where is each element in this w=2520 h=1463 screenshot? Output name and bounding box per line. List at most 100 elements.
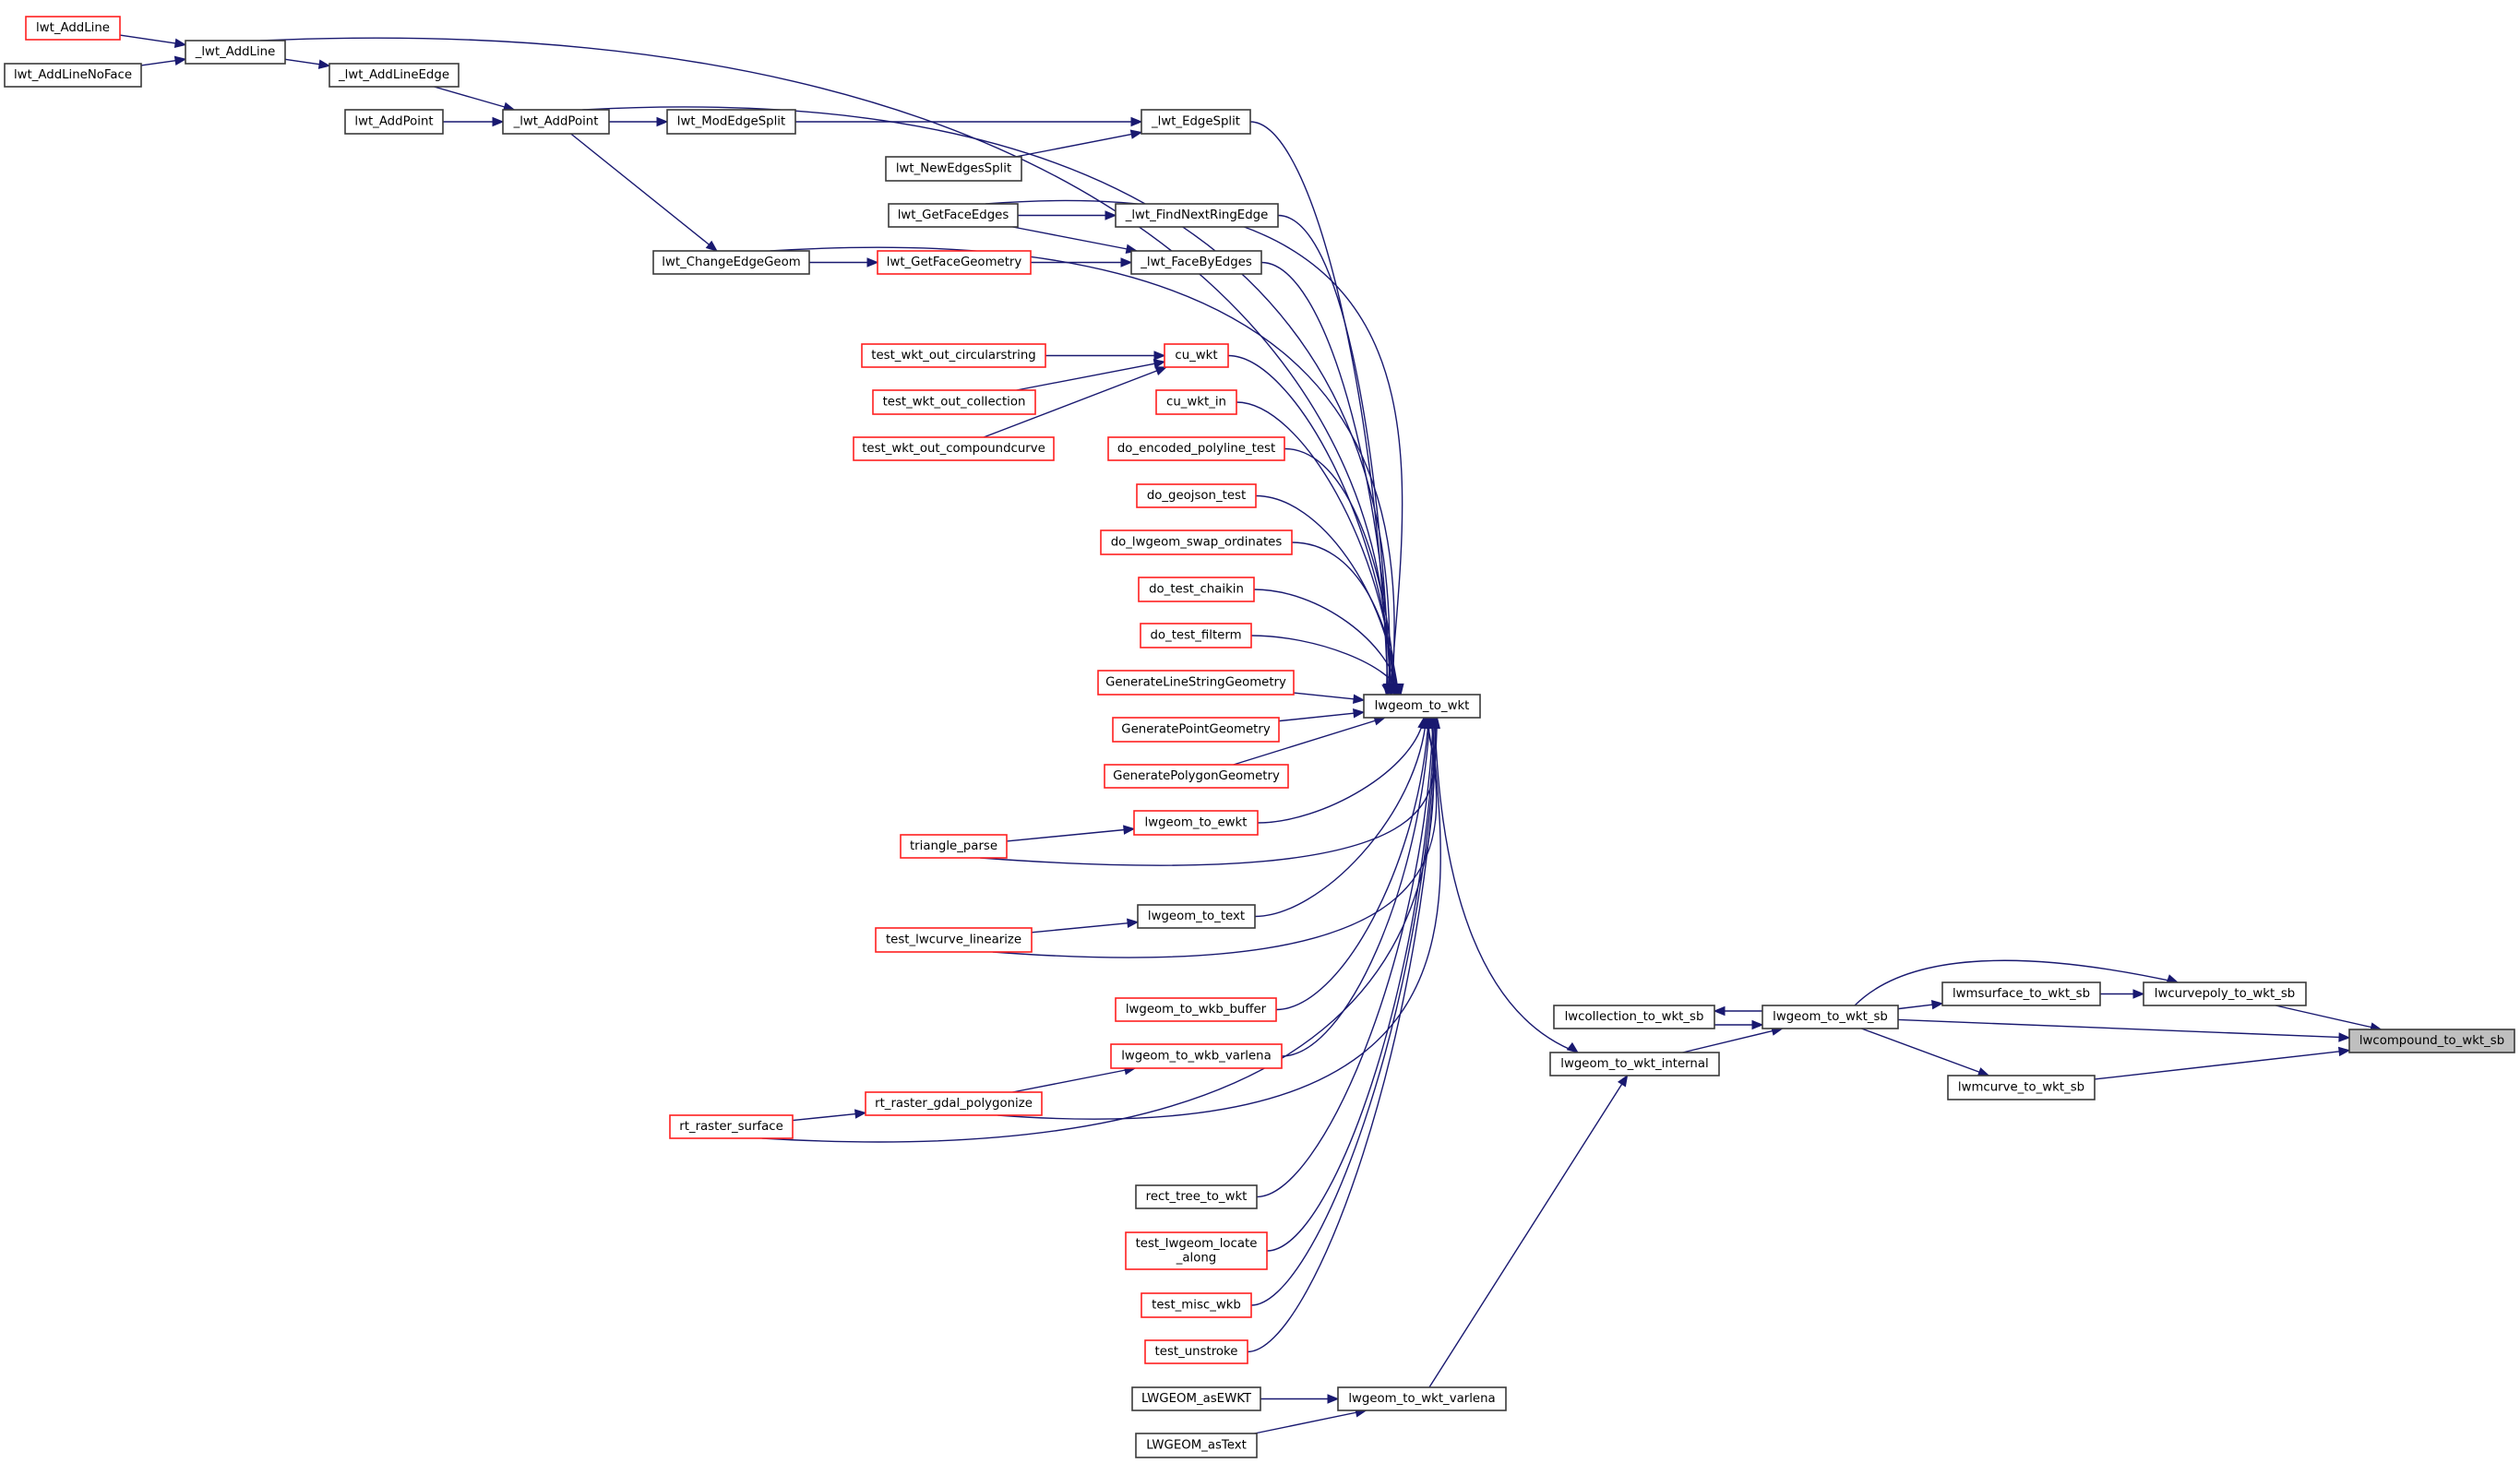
node-lwcompound-to-wkt-sb[interactable]: lwcompound_to_wkt_sb [2348, 1029, 2515, 1053]
node-lwgeom-to-wkt-sb[interactable]: lwgeom_to_wkt_sb [1762, 1005, 1899, 1029]
node-lwgeom-to-text[interactable]: lwgeom_to_text [1137, 904, 1256, 929]
node-lwt-mod-edge-split[interactable]: lwt_ModEdgeSplit [666, 109, 796, 135]
node-cu-wkt-in[interactable]: cu_wkt_in [1155, 389, 1237, 415]
node-lwmcurve-to-wkt-sb[interactable]: lwmcurve_to_wkt_sb [1947, 1075, 2096, 1100]
node-label: lwcollection_to_wkt_sb [1565, 1010, 1704, 1024]
node-do-test-filterm[interactable]: do_test_filterm [1140, 623, 1252, 648]
node-label: _lwt_AddLineEdge [338, 68, 449, 82]
node-lwt-edge-split[interactable]: _lwt_EdgeSplit [1141, 109, 1251, 135]
node-test-unstroke[interactable]: test_unstroke [1144, 1339, 1248, 1364]
node-do-lwgeom-swap-ordinates[interactable]: do_lwgeom_swap_ordinates [1100, 529, 1293, 555]
node-lwt-add-line-no-face[interactable]: lwt_AddLineNoFace [4, 63, 142, 88]
node-box [885, 156, 1022, 182]
edge-lwt-add-point-to-lwt-change-edge-geom [570, 133, 718, 252]
node-rt-raster-gdal-polygonize[interactable]: rt_raster_gdal_polygonize [865, 1091, 1043, 1116]
node-test-wkt-out-circularstring[interactable]: test_wkt_out_circularstring [861, 343, 1046, 368]
node-lwt-face-by-edges[interactable]: _lwt_FaceByEdges [1130, 250, 1262, 275]
arrowhead-icon [854, 1109, 867, 1119]
node-lwcurvepoly-to-wkt-sb[interactable]: lwcurvepoly_to_wkt_sb [2143, 981, 2307, 1006]
node-label: _lwt_AddLine [195, 45, 276, 59]
node-lwgeom-to-wkt-varlena[interactable]: lwgeom_to_wkt_varlena [1337, 1386, 1507, 1411]
arrowhead-icon [492, 116, 505, 127]
node-test-misc-wkb[interactable]: test_misc_wkb [1141, 1292, 1252, 1318]
edge-line [1291, 541, 1400, 696]
node-lwgeom-to-wkb-varlena[interactable]: lwgeom_to_wkb_varlena [1110, 1043, 1283, 1069]
node-generate-point-geometry[interactable]: GeneratePointGeometry [1112, 717, 1280, 743]
arrowhead-icon [1930, 999, 1944, 1010]
edge-lwt-new-edges-split-to-lwt-edge-split [1015, 129, 1143, 158]
node-lwt-new-edges-split[interactable]: lwt_NewEdgesSplit [885, 156, 1022, 182]
node-cu-wkt[interactable]: cu_wkt [1164, 343, 1229, 368]
node-box [877, 250, 1032, 275]
node-lwt-get-face-edges[interactable]: lwt_GetFaceEdges [888, 203, 1019, 228]
node-box [666, 109, 796, 135]
node-label: lwcurvepoly_to_wkt_sb [2155, 987, 2295, 1001]
node-lwt-find-next-ring-edge[interactable]: _lwt_FindNextRingEdge [1115, 203, 1279, 228]
node-lwt-add-line-edge[interactable]: _lwt_AddLineEdge [328, 63, 460, 88]
node-box [1125, 1231, 1268, 1270]
edge-line [259, 37, 1388, 696]
node-box [1110, 1043, 1283, 1069]
node-lwt-get-face-geometry[interactable]: lwt_GetFaceGeometry [877, 250, 1032, 275]
edge-lwgeom-to-wkb-buffer-to-lwgeom-to-wkt [1275, 716, 1432, 1011]
edge-test-lwgeom-locate-along-to-lwgeom-to-wkt [1266, 716, 1439, 1252]
edge-line [1006, 827, 1135, 842]
node-lwt-add-line[interactable]: lwt_AddLine [25, 16, 121, 41]
edge-line [119, 34, 186, 46]
node-box [1549, 1052, 1720, 1076]
edge-lwt-add-point-to-lwt-mod-edge-split [609, 116, 669, 127]
edge-lwgeom-as-ewkt-to-lwgeom-to-wkt-varlena [1260, 1394, 1340, 1404]
node-lwt-add-point[interactable]: lwt_AddPoint [344, 109, 444, 135]
node-do-test-chaikin[interactable]: do_test_chaikin [1138, 577, 1255, 602]
node-lwmsurface-to-wkt-sb[interactable]: lwmsurface_to_wkt_sb [1941, 981, 2101, 1006]
edge-lwt-find-next-ring-edge-to-lwgeom-to-wkt [1277, 214, 1394, 696]
edge-line [1236, 401, 1396, 696]
arrowhead-icon [173, 55, 187, 65]
node-label: test_lwgeom_locate [1136, 1237, 1258, 1251]
node-box [2143, 981, 2307, 1006]
node-triangle-parse[interactable]: triangle_parse [900, 834, 1008, 859]
arrowhead-icon [656, 116, 669, 127]
node-lwgeom-as-ewkt[interactable]: LWGEOM_asEWKT [1131, 1386, 1261, 1411]
edge-line [770, 246, 1395, 696]
node-test-wkt-out-compoundcurve[interactable]: test_wkt_out_compoundcurve [853, 436, 1055, 461]
node-lwcollection-to-wkt-sb[interactable]: lwcollection_to_wkt_sb [1553, 1005, 1715, 1029]
edge-lwt-add-line-to-lwt-add-line [119, 34, 187, 49]
edge-line [1266, 717, 1436, 1252]
node-rt-raster-surface[interactable]: rt_raster_surface [669, 1114, 794, 1139]
edge-line [1434, 717, 1579, 1053]
node-box [502, 109, 610, 135]
edge-lwt-get-face-edges-to-lwt-find-next-ring-edge [1018, 210, 1117, 220]
node-generate-polygon-geometry[interactable]: GeneratePolygonGeometry [1104, 764, 1289, 789]
node-label: cu_wkt_in [1166, 396, 1226, 410]
edge-line [1255, 494, 1399, 696]
edge-lwgeom-to-wkt-internal-to-lwgeom-to-wkt-sb [1682, 1026, 1784, 1053]
edge-line [1233, 717, 1385, 766]
edge-line [1428, 1075, 1629, 1388]
node-lwt-add-point[interactable]: _lwt_AddPoint [502, 109, 610, 135]
edge-test-wkt-out-collection-to-cu-wkt [1016, 359, 1166, 391]
edge-line [1260, 261, 1392, 696]
edge-test-wkt-out-circularstring-to-cu-wkt [1045, 351, 1166, 361]
node-lwt-add-line[interactable]: _lwt_AddLine [185, 40, 286, 65]
node-lwgeom-to-wkt[interactable]: lwgeom_to_wkt [1363, 694, 1481, 719]
node-test-lwgeom-locate-along[interactable]: test_lwgeom_locate_along [1125, 1231, 1268, 1270]
node-generate-line-string-geometry[interactable]: GenerateLineStringGeometry [1097, 670, 1295, 696]
node-do-encoded-polyline-test[interactable]: do_encoded_polyline_test [1107, 436, 1285, 461]
node-do-geojson-test[interactable]: do_geojson_test [1136, 483, 1257, 508]
node-rect-tree-to-wkt[interactable]: rect_tree_to_wkt [1135, 1184, 1258, 1209]
node-lwgeom-to-wkb-buffer[interactable]: lwgeom_to_wkb_buffer [1115, 997, 1277, 1022]
node-label: lwt_NewEdgesSplit [896, 162, 1011, 176]
node-lwgeom-to-wkt-internal[interactable]: lwgeom_to_wkt_internal [1549, 1052, 1720, 1076]
arrowhead-icon [866, 257, 879, 268]
node-test-wkt-out-collection[interactable]: test_wkt_out_collection [872, 389, 1036, 415]
edge-lwgeom-to-wkt-sb-to-lwmsurface-to-wkt-sb [1897, 999, 1944, 1010]
node-test-lwcurve-linearize[interactable]: test_lwcurve_linearize [875, 927, 1033, 953]
node-lwt-change-edge-geom[interactable]: lwt_ChangeEdgeGeom [652, 250, 810, 275]
arrowhead-icon [2132, 989, 2145, 999]
node-box [1164, 343, 1229, 368]
node-lwgeom-as-text[interactable]: LWGEOM_asText [1135, 1433, 1258, 1458]
node-label: _lwt_FaceByEdges [1140, 256, 1252, 269]
node-box [1133, 810, 1259, 836]
node-lwgeom-to-ewkt[interactable]: lwgeom_to_ewkt [1133, 810, 1259, 836]
